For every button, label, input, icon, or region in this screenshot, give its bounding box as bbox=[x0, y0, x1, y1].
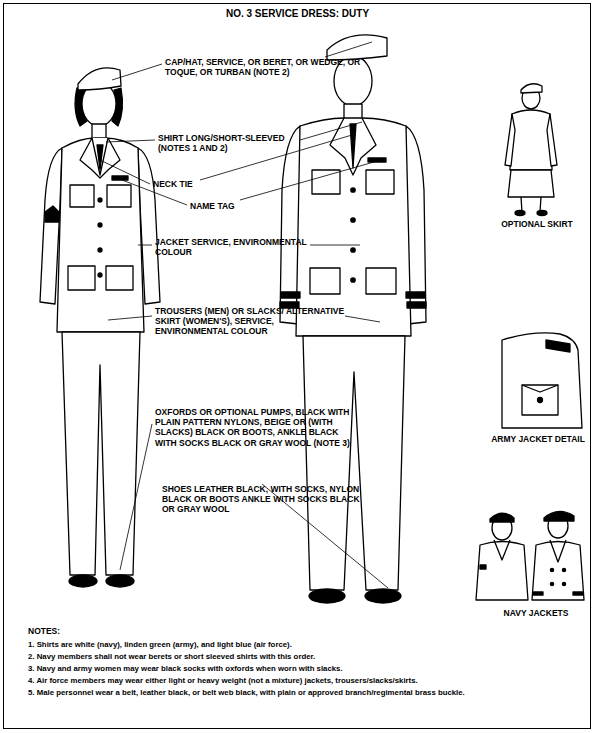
note-text: 2. Navy members shall not wear berets or… bbox=[28, 652, 583, 661]
note-text-box: 2. Navy members shall not wear berets or… bbox=[28, 652, 583, 661]
page-frame bbox=[4, 4, 591, 729]
callout-label-box: ARMY JACKET DETAIL bbox=[488, 434, 588, 444]
callout-label: NAME TAG bbox=[190, 201, 270, 211]
callout-label: NAVY JACKETS bbox=[486, 608, 586, 618]
callout-label-box: SHOES LEATHER BLACK, WITH SOCKS, NYLON B… bbox=[162, 484, 372, 515]
callout-label-box: SHIRT LONG/SHORT-SLEEVED (NOTES 1 AND 2) bbox=[158, 133, 318, 153]
note-text: 5. Male personnel wear a belt, leather b… bbox=[28, 688, 583, 697]
note-text-box: 1. Shirts are white (navy), linden green… bbox=[28, 640, 583, 649]
callout-label: OXFORDS OR OPTIONAL PUMPS, BLACK WITH PL… bbox=[155, 407, 355, 448]
callout-label: JACKET SERVICE, ENVIRONMENTAL COLOUR bbox=[155, 237, 307, 257]
note-text: 1. Shirts are white (navy), linden green… bbox=[28, 640, 583, 649]
callout-label-box: TROUSERS (MEN) OR SLACKS/ ALTERNATIVE SK… bbox=[155, 306, 345, 337]
callout-label: OPTIONAL SKIRT bbox=[492, 219, 582, 229]
callout-label: SHIRT LONG/SHORT-SLEEVED (NOTES 1 AND 2) bbox=[158, 133, 318, 153]
callout-label-box: NAME TAG bbox=[190, 201, 270, 211]
callout-label: ARMY JACKET DETAIL bbox=[488, 434, 588, 444]
callout-label: NECK TIE bbox=[153, 179, 233, 189]
callout-label-box: OXFORDS OR OPTIONAL PUMPS, BLACK WITH PL… bbox=[155, 407, 355, 448]
leader-lines bbox=[100, 42, 388, 588]
callout-label: CAP/HAT, SERVICE, OR BERET, OR WEDGE, OR… bbox=[165, 57, 365, 77]
note-text: NOTES: bbox=[28, 626, 228, 636]
callout-label: SHOES LEATHER BLACK, WITH SOCKS, NYLON B… bbox=[162, 484, 372, 515]
diagram-title-box: NO. 3 SERVICE DRESS: DUTY bbox=[0, 8, 595, 20]
callout-label: TROUSERS (MEN) OR SLACKS/ ALTERNATIVE SK… bbox=[155, 306, 345, 337]
callout-label-box: JACKET SERVICE, ENVIRONMENTAL COLOUR bbox=[155, 237, 307, 257]
note-text-box: 3. Navy and army women may wear black so… bbox=[28, 664, 583, 673]
note-text-box: NOTES: bbox=[28, 626, 228, 636]
note-text-box: 5. Male personnel wear a belt, leather b… bbox=[28, 688, 583, 697]
note-text: 3. Navy and army women may wear black so… bbox=[28, 664, 583, 673]
callout-label-box: NAVY JACKETS bbox=[486, 608, 586, 618]
note-text-box: 4. Air force members may wear either lig… bbox=[28, 676, 583, 685]
diagram-title: NO. 3 SERVICE DRESS: DUTY bbox=[0, 8, 595, 20]
callout-label-box: OPTIONAL SKIRT bbox=[492, 219, 582, 229]
callout-label-box: NECK TIE bbox=[153, 179, 233, 189]
note-text: 4. Air force members may wear either lig… bbox=[28, 676, 583, 685]
callout-label-box: CAP/HAT, SERVICE, OR BERET, OR WEDGE, OR… bbox=[165, 57, 365, 77]
